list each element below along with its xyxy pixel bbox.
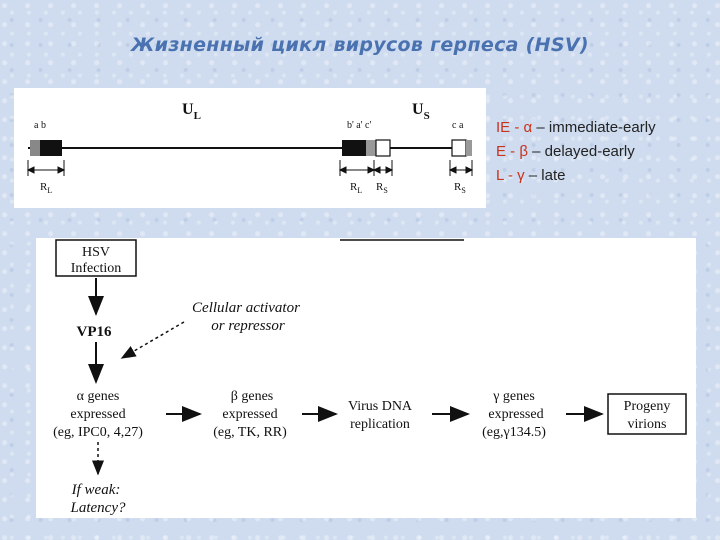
beta-genes-line3: (eg, TK, RR) [213,425,287,440]
vp16-label: VP16 [77,324,112,340]
gene-class-legend: IE - α – immediate-early E - β – delayed… [496,116,656,188]
right-a-segment [466,140,472,156]
genome-map-svg: UL US a b b' a' c' c a RL [26,101,474,195]
alpha-genes-line3: (eg, IPC0, 4,27) [53,425,143,440]
left-repeat-letters: a b [34,120,46,131]
slide-title: Жизненный цикл вирусов герпеса (HSV) [131,34,589,56]
cellular-activator-line2: or repressor [211,318,285,334]
ul-label: UL [182,101,201,122]
life-cycle-flowchart: HSV Infection VP16 Cellular activator or… [36,238,696,518]
alpha-genes-line2: expressed [70,407,125,422]
legend-text-l: – late [524,167,566,184]
beta-genes-line2: expressed [222,407,277,422]
latency-line1: If weak: [71,482,121,498]
left-a-segment [30,140,40,156]
legend-greek-gamma: γ [517,167,525,184]
legend-abbr-e: E - [496,143,516,160]
cellular-activator-line1: Cellular activator [192,300,300,316]
legend-text-e: – delayed-early [527,143,635,160]
legend-row-e: E - β – delayed-early [496,140,656,164]
legend-greek-alpha: α [523,119,533,136]
internal-c-segment [375,139,391,157]
internal-a-segment [366,140,376,156]
rl-left-label: RL [40,181,52,195]
left-b-segment [40,140,62,156]
rl-left-span [26,160,66,176]
legend-abbr-ie: IE - [496,119,520,136]
gamma-genes-line1: γ genes [492,389,535,404]
latency-line2: Latency? [70,500,126,516]
legend-row-ie: IE - α – immediate-early [496,116,656,140]
us-label: US [412,101,430,122]
right-repeat-letters: c a [452,120,464,131]
hsv-infection-box [55,239,137,277]
rs-internal-span [372,160,394,176]
beta-genes-line1: β genes [231,389,274,404]
internal-b-segment [342,140,366,156]
gamma-genes-line2: expressed [488,407,543,422]
right-c-segment [451,139,467,157]
hsv-genome-map: UL US a b b' a' c' c a RL [14,88,486,208]
flowchart-svg: HSV Infection VP16 Cellular activator or… [53,239,687,516]
hsv-infection-line2: Infection [71,261,122,276]
progeny-virions-line2: virions [628,417,667,432]
rs-right-label: RS [454,181,466,195]
gamma-genes-line3: (eg,γ134.5) [482,425,546,440]
legend-greek-beta: β [519,143,528,160]
legend-text-ie: – immediate-early [532,119,656,136]
progeny-virions-box [607,393,687,435]
alpha-genes-line1: α genes [77,389,120,404]
rs-right-span [448,160,474,176]
arrow-cellular-to-vp16 [120,321,185,359]
rl-internal-label: RL [350,181,362,195]
legend-row-l: L - γ – late [496,164,656,188]
dna-replication-line1: Virus DNA [348,399,413,414]
rs-internal-label: RS [376,181,388,195]
middle-repeat-letters: b' a' c' [347,120,371,131]
dna-replication-line2: replication [350,417,410,432]
rl-internal-span [338,160,376,176]
legend-abbr-l: L - [496,167,513,184]
hsv-infection-line1: HSV [82,245,110,260]
progeny-virions-line1: Progeny [624,399,671,414]
